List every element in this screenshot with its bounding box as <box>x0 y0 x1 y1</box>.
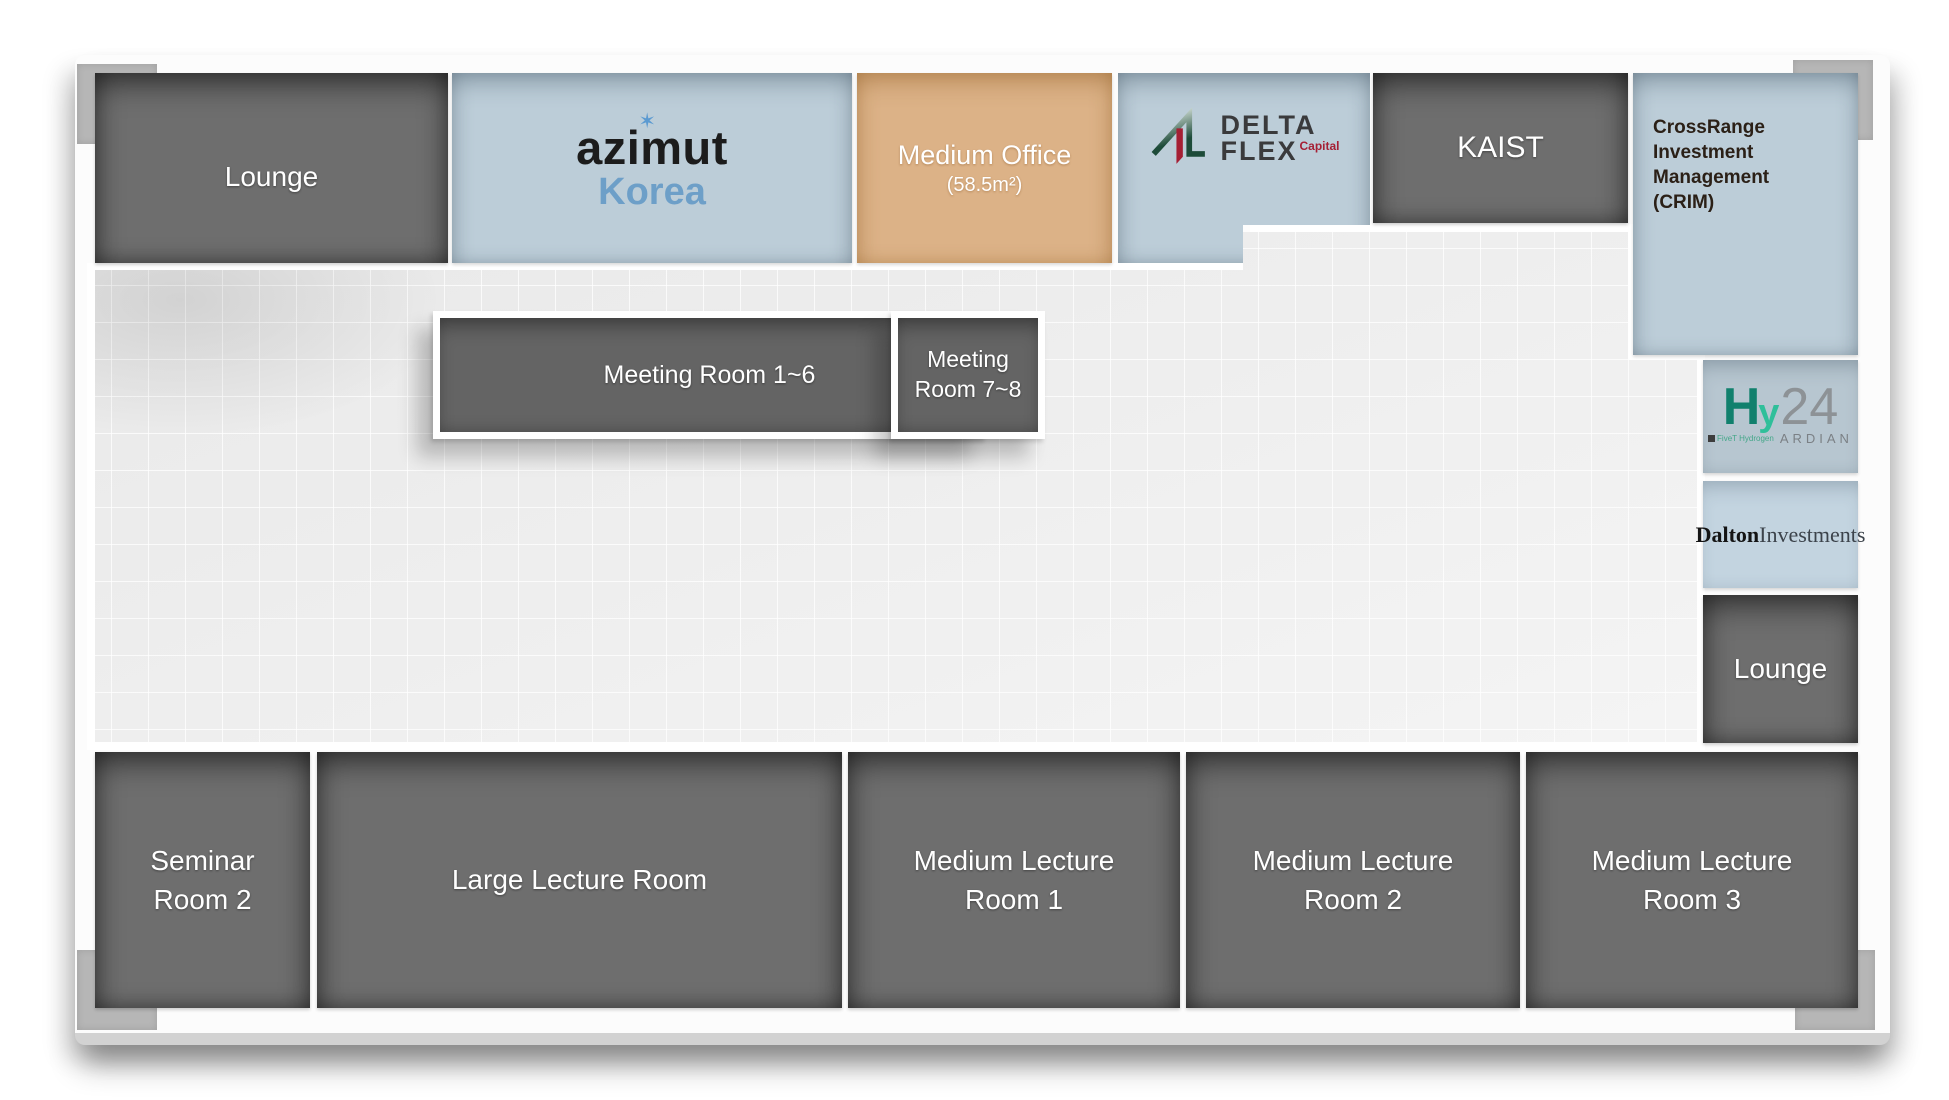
room-medium-lecture-3: Medium Lecture Room 3 <box>1526 752 1858 1008</box>
room-medium-lecture-1: Medium Lecture Room 1 <box>848 752 1180 1008</box>
room-label-line1: Medium Lecture <box>913 844 1115 876</box>
delta-text: DELTA <box>1220 110 1317 141</box>
room-label-line1: Medium Lecture <box>1252 844 1454 876</box>
dalton-wordmark-regular: Investments <box>1759 521 1866 547</box>
fivet-hydrogen-icon <box>1708 435 1716 443</box>
crim-label-line1: CrossRange <box>1653 117 1765 138</box>
crim-label-line3: (CRIM) <box>1653 192 1715 214</box>
hy24-h-letter: H <box>1722 377 1761 436</box>
ardian-text: ARDIAN <box>1779 431 1853 447</box>
room-label-line1: Large Lecture Room <box>451 864 708 896</box>
room-azimut-korea: ✶ azimut Korea <box>452 73 852 263</box>
room-label-line2: Room 7~8 <box>914 376 1022 402</box>
fivet-hydrogen-label: FiveT Hydrogen <box>1717 434 1774 444</box>
hy24-number: 24 <box>1780 377 1839 436</box>
room-label: Lounge <box>224 161 319 192</box>
room-label: Lounge <box>1733 653 1828 684</box>
room-label-line1: Seminar <box>150 844 255 876</box>
azimut-korea-text: Korea <box>598 170 706 213</box>
azimut-star-icon: ✶ <box>638 109 656 133</box>
room-label-line2: Room 1 <box>964 884 1064 915</box>
room-lounge-left: Lounge <box>95 73 448 263</box>
delta-flex-triangle-icon <box>1152 107 1206 164</box>
room-area-label: (58.5m²) <box>946 173 1023 196</box>
room-label: Meeting Room 1~6 <box>603 360 816 389</box>
room-seminar-2: Seminar Room 2 <box>95 752 310 1008</box>
azimut-wordmark: azimut <box>576 120 728 174</box>
capital-text: Capital <box>1299 139 1340 153</box>
meeting-room-1-6: Meeting Room 1~6 <box>440 318 979 432</box>
room-lounge-right: Lounge <box>1703 595 1858 743</box>
room-medium-lecture-2: Medium Lecture Room 2 <box>1186 752 1520 1008</box>
room-label-line2: Room 2 <box>153 884 252 915</box>
room-crossrange-investment: CrossRange Investment Management (CRIM) <box>1633 73 1858 355</box>
room-label: Medium Office <box>897 140 1072 171</box>
room-label: KAIST <box>1457 131 1544 164</box>
meeting-room-7-8-box: Meeting Room 7~8 <box>891 311 1045 439</box>
room-label-line1: Medium Lecture <box>1591 844 1793 876</box>
fivet-hydrogen-text: FiveT Hydrogen <box>1708 434 1774 443</box>
room-label-line2: Room 3 <box>1642 884 1742 915</box>
meeting-room-7-8: Meeting Room 7~8 <box>898 318 1038 432</box>
crim-label-line2: Investment Management <box>1653 142 1770 189</box>
room-kaist: KAIST <box>1373 73 1628 223</box>
flex-text: FLEX <box>1220 136 1298 166</box>
room-label-line2: Room 2 <box>1303 884 1403 915</box>
room-label-line1: Meeting <box>927 346 1009 373</box>
hy24-y-letter: y <box>1758 391 1780 434</box>
room-large-lecture: Large Lecture Room <box>317 752 842 1008</box>
dalton-wordmark-bold: Dalton <box>1695 521 1760 547</box>
azimut-logo: ✶ azimut <box>576 111 728 174</box>
room-medium-office: Medium Office (58.5m²) <box>857 73 1112 263</box>
